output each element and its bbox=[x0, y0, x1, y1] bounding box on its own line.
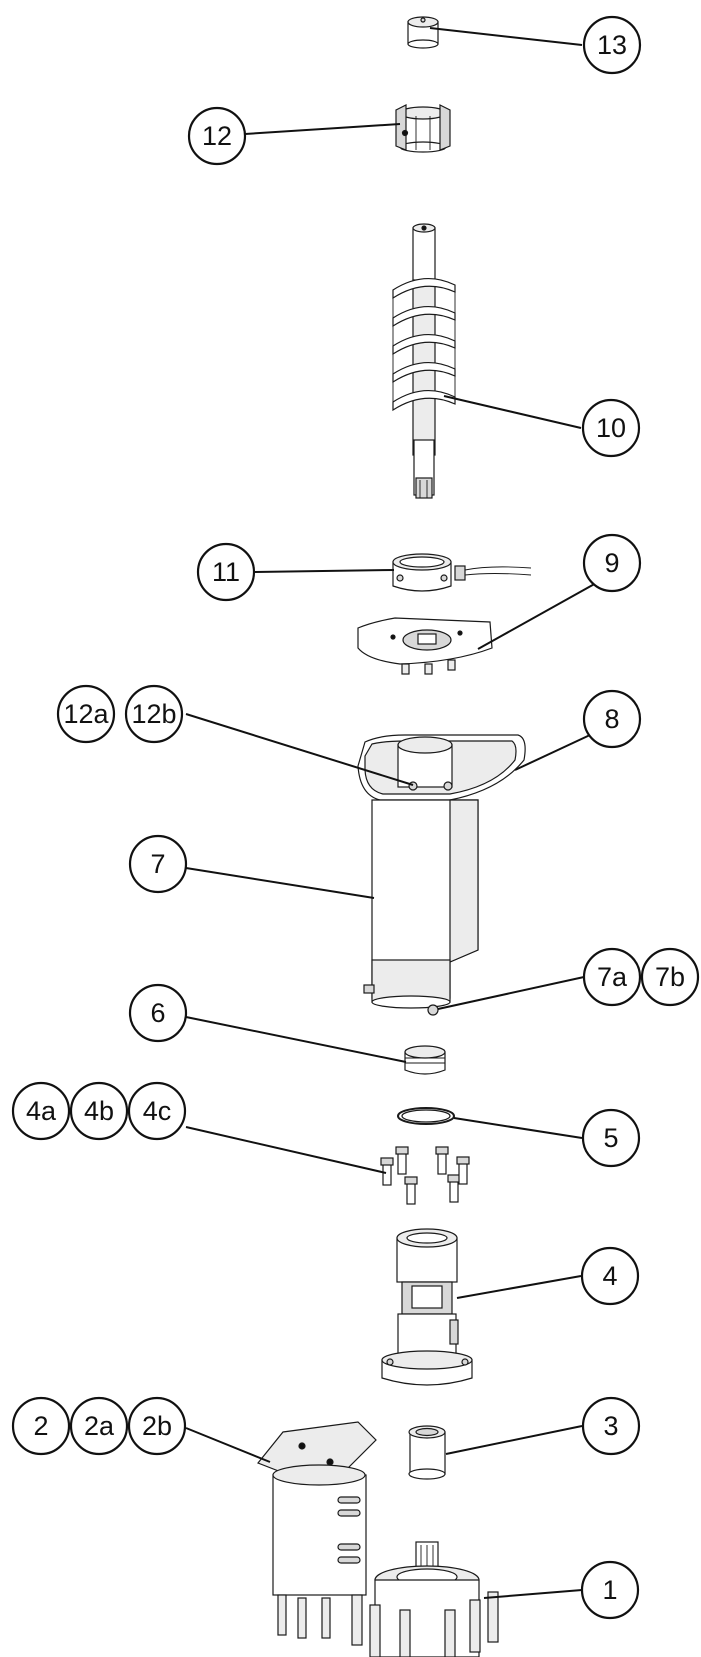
part-1-motor-base bbox=[351, 1541, 499, 1657]
leader-10 bbox=[443, 395, 582, 429]
callout-2-label: 2 bbox=[33, 1411, 48, 1441]
callout-11: 11 bbox=[196, 542, 256, 602]
callout-3-label: 3 bbox=[603, 1411, 618, 1441]
callout-12b: 12b bbox=[124, 684, 184, 744]
callout-7: 7 bbox=[128, 834, 188, 894]
part-6-threaded-bush bbox=[404, 1045, 446, 1075]
callout-4c-label: 4c bbox=[143, 1096, 172, 1126]
callout-12a-label: 12a bbox=[63, 699, 109, 729]
leader-1 bbox=[483, 1589, 583, 1599]
callout-12b-label: 12b bbox=[131, 699, 176, 729]
callout-4: 4 bbox=[580, 1246, 640, 1306]
part-10-screw-shaft bbox=[392, 223, 456, 499]
callout-8-label: 8 bbox=[604, 704, 619, 734]
part-8-funnel bbox=[357, 734, 526, 801]
callout-1-label: 1 bbox=[602, 1575, 617, 1605]
leader-4 bbox=[456, 1275, 582, 1299]
part-2-motor-cover bbox=[257, 1421, 377, 1639]
part-9-mounting-plate bbox=[357, 617, 493, 675]
callout-2: 2 bbox=[11, 1396, 71, 1456]
callout-1: 1 bbox=[580, 1560, 640, 1620]
callout-7a: 7a bbox=[582, 947, 642, 1007]
leader-5 bbox=[453, 1117, 583, 1139]
callout-7b-label: 7b bbox=[655, 962, 685, 992]
callout-6-label: 6 bbox=[150, 998, 165, 1028]
callout-6: 6 bbox=[128, 983, 188, 1043]
leader-12ab bbox=[185, 713, 414, 786]
part-13-cap bbox=[407, 16, 439, 49]
leader-9 bbox=[477, 581, 599, 650]
leader-8 bbox=[514, 734, 591, 771]
callout-4b: 4b bbox=[69, 1081, 129, 1141]
part-5-o-ring bbox=[397, 1107, 455, 1125]
leader-7 bbox=[185, 867, 375, 899]
callout-7a-label: 7a bbox=[597, 962, 628, 992]
callout-9-label: 9 bbox=[604, 548, 619, 578]
leader-13 bbox=[429, 27, 583, 46]
leader-12 bbox=[244, 123, 401, 135]
part-7-housing bbox=[363, 799, 479, 1016]
callout-2a-label: 2a bbox=[84, 1411, 115, 1441]
callout-13: 13 bbox=[582, 15, 642, 75]
callout-12: 12 bbox=[187, 106, 247, 166]
leader-11 bbox=[254, 569, 395, 573]
callout-10: 10 bbox=[581, 398, 641, 458]
callout-5-label: 5 bbox=[603, 1123, 618, 1153]
callout-4a: 4a bbox=[11, 1081, 71, 1141]
callout-4-label: 4 bbox=[602, 1261, 617, 1291]
callout-2b: 2b bbox=[127, 1396, 187, 1456]
part-11-heater-ring bbox=[392, 553, 532, 592]
callout-7b: 7b bbox=[640, 947, 700, 1007]
callout-2a: 2a bbox=[69, 1396, 129, 1456]
callout-10-label: 10 bbox=[596, 413, 626, 443]
leader-4abc bbox=[185, 1126, 387, 1174]
part-4-bearing-housing bbox=[381, 1228, 473, 1386]
callout-7-label: 7 bbox=[150, 849, 165, 879]
callout-12-label: 12 bbox=[202, 121, 232, 151]
parts-4abc-bolts bbox=[380, 1146, 470, 1205]
callout-8: 8 bbox=[582, 689, 642, 749]
leader-2 bbox=[185, 1427, 271, 1463]
part-3-coupling-sleeve bbox=[408, 1425, 446, 1480]
callout-5: 5 bbox=[581, 1108, 641, 1168]
callout-4b-label: 4b bbox=[84, 1096, 114, 1126]
callout-3: 3 bbox=[581, 1396, 641, 1456]
callout-4a-label: 4a bbox=[26, 1096, 57, 1126]
leader-3 bbox=[445, 1425, 583, 1455]
leader-7ab bbox=[437, 976, 585, 1010]
callout-13-label: 13 bbox=[597, 30, 627, 60]
leader-6 bbox=[185, 1016, 407, 1063]
callout-12a: 12a bbox=[56, 684, 116, 744]
callout-4c: 4c bbox=[127, 1081, 187, 1141]
part-12-rotor bbox=[395, 104, 451, 153]
leader-lines bbox=[185, 27, 599, 1599]
callout-2b-label: 2b bbox=[142, 1411, 172, 1441]
callout-11-label: 11 bbox=[212, 557, 240, 587]
callout-9: 9 bbox=[582, 533, 642, 593]
